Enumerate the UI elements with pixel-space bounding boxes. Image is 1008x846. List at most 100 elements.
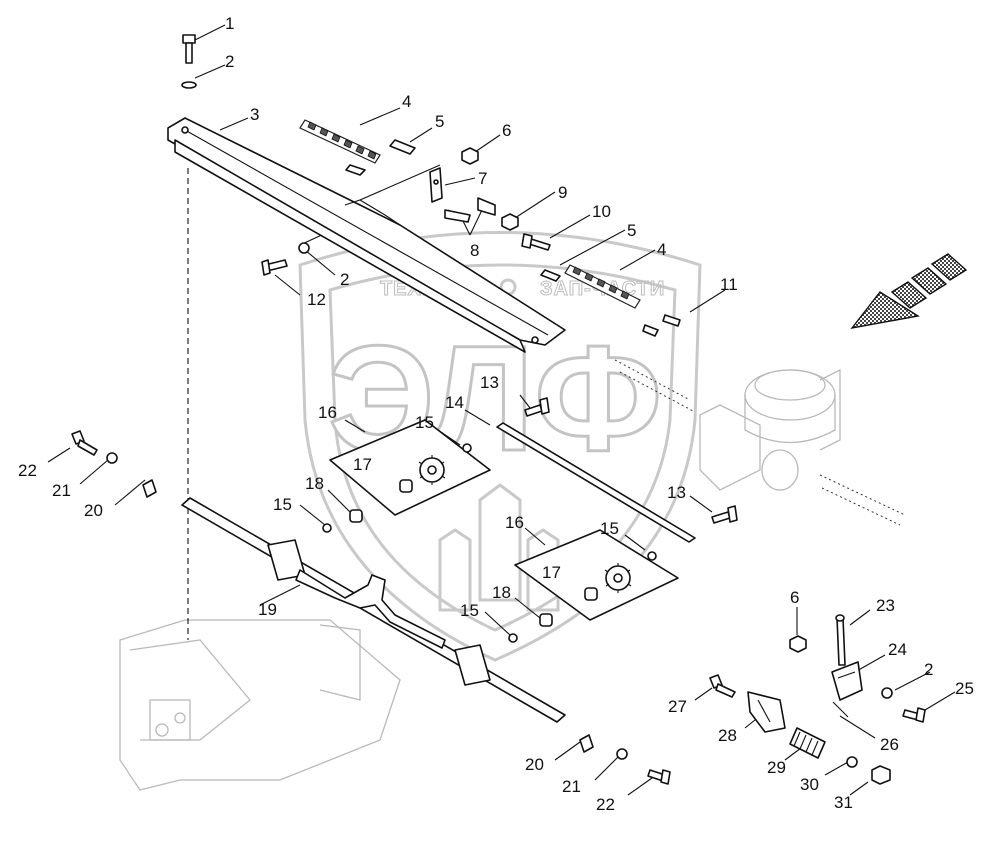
callout-9: 9 [558, 183, 567, 202]
callout-15b: 15 [273, 495, 292, 514]
callout-30: 30 [800, 775, 819, 794]
part-18-bushing-lower-a [584, 587, 598, 601]
callout-13b: 13 [667, 483, 686, 502]
callout-10: 10 [592, 202, 611, 221]
part-2-washer-b [298, 242, 310, 254]
callout-16b: 16 [505, 513, 524, 532]
callout-2c: 2 [924, 660, 933, 679]
part-9-nut [501, 213, 519, 231]
part-4-chain-upper [299, 119, 381, 164]
callout-13: 13 [480, 373, 499, 392]
watermark-shield-inner [328, 263, 677, 632]
part-29-spring [789, 727, 826, 759]
part-11-clip [642, 314, 681, 337]
callout-31: 31 [834, 793, 853, 812]
part-31-nut [871, 765, 891, 785]
callout-22: 22 [18, 461, 37, 480]
callout-17: 17 [353, 455, 372, 474]
part-15-washer-d [508, 633, 518, 643]
callout-15c: 15 [600, 519, 619, 538]
part-18-bushing-lower-b [539, 613, 553, 627]
part-16-plate-upper [329, 419, 491, 516]
callout-3: 3 [250, 105, 259, 124]
watermark-logo-text: ЭЛФ [328, 314, 662, 482]
part-27-bolt [709, 674, 736, 698]
callout-2b: 2 [340, 270, 349, 289]
part-30-washer [846, 756, 858, 768]
part-6-nut-b [789, 635, 807, 653]
frame-reference [119, 619, 401, 791]
callout-6b: 6 [790, 588, 799, 607]
callout-5: 5 [435, 112, 444, 131]
callout-19: 19 [258, 600, 277, 619]
part-18-bushing-mid [349, 509, 363, 523]
part-21-washer-lower [616, 748, 628, 760]
drive-gearbox-reference [614, 359, 906, 526]
part-21-washer-upper [106, 452, 118, 464]
callout-4b: 4 [657, 240, 666, 259]
part-15-washer-c [647, 551, 657, 561]
callout-11: 11 [720, 275, 738, 294]
part-14-shaft [496, 422, 696, 543]
leader-lines [47, 24, 956, 796]
callout-21: 21 [52, 481, 71, 500]
part-10-bolt [521, 233, 551, 251]
callout-1: 1 [225, 14, 234, 33]
part-26-cotter-pin [832, 701, 849, 718]
part-6-nut [461, 147, 479, 165]
part-19-shaft-assembly [181, 497, 566, 723]
part-7-bracket [429, 167, 443, 203]
callout-7: 7 [478, 169, 487, 188]
part-23-pin [835, 614, 846, 666]
callout-14: 14 [445, 393, 464, 412]
part-22-bolt-upper [71, 430, 98, 456]
part-13-bolt-upper [524, 397, 550, 417]
callout-2: 2 [225, 52, 234, 71]
part-16-plate-lower [514, 529, 679, 621]
callout-28: 28 [718, 726, 737, 745]
callout-12: 12 [307, 290, 326, 309]
part-5-link-upper [345, 139, 416, 176]
watermark: ЭЛФ ТЕХНИКА ЗАП-ЧАСТИ [298, 231, 702, 662]
callout-25: 25 [955, 679, 974, 698]
part-18-bushing-upper [399, 479, 413, 493]
part-1-bolt [182, 34, 196, 64]
part-2-washer [181, 81, 197, 89]
direction-arrow-icon [850, 253, 968, 330]
callout-24: 24 [888, 640, 907, 659]
part-5-link-lower [540, 269, 561, 282]
part-13-bolt-lower [711, 505, 738, 524]
part-12-bolt [261, 259, 288, 276]
part-24-clamp [831, 661, 863, 701]
part-15-washer-a [462, 443, 472, 453]
callout-17b: 17 [542, 563, 561, 582]
callout-26: 26 [880, 735, 899, 754]
part-20-bracket-upper [142, 479, 157, 498]
callout-27: 27 [668, 697, 687, 716]
part-25-bolt [902, 707, 926, 723]
callout-20: 20 [84, 501, 103, 520]
part-4-chain-lower [564, 264, 641, 309]
watermark-shield-outline [298, 231, 702, 662]
part-8-tensioner [444, 197, 496, 223]
callout-16: 16 [318, 403, 337, 422]
part-28-bracket [747, 691, 786, 733]
part-22-bolt-lower [647, 769, 671, 785]
part-20-bracket-lower [579, 734, 594, 753]
callout-23: 23 [876, 596, 895, 615]
callout-8: 8 [470, 241, 479, 260]
callout-15: 15 [415, 413, 434, 432]
callout-5b: 5 [627, 221, 636, 240]
callout-22b: 22 [596, 795, 615, 814]
callout-21b: 21 [562, 777, 581, 796]
part-17-sprocket-lower [604, 563, 632, 593]
callout-4: 4 [402, 92, 411, 111]
callout-6: 6 [502, 121, 511, 140]
callout-18: 18 [305, 474, 324, 493]
callout-29: 29 [767, 758, 786, 777]
part-17-sprocket-upper [418, 455, 446, 485]
part-15-washer-b [322, 523, 332, 533]
callout-18b: 18 [492, 583, 511, 602]
callout-labels: 1 2 3 4 5 6 7 8 9 10 5 4 11 12 2 13 14 1… [18, 14, 974, 814]
